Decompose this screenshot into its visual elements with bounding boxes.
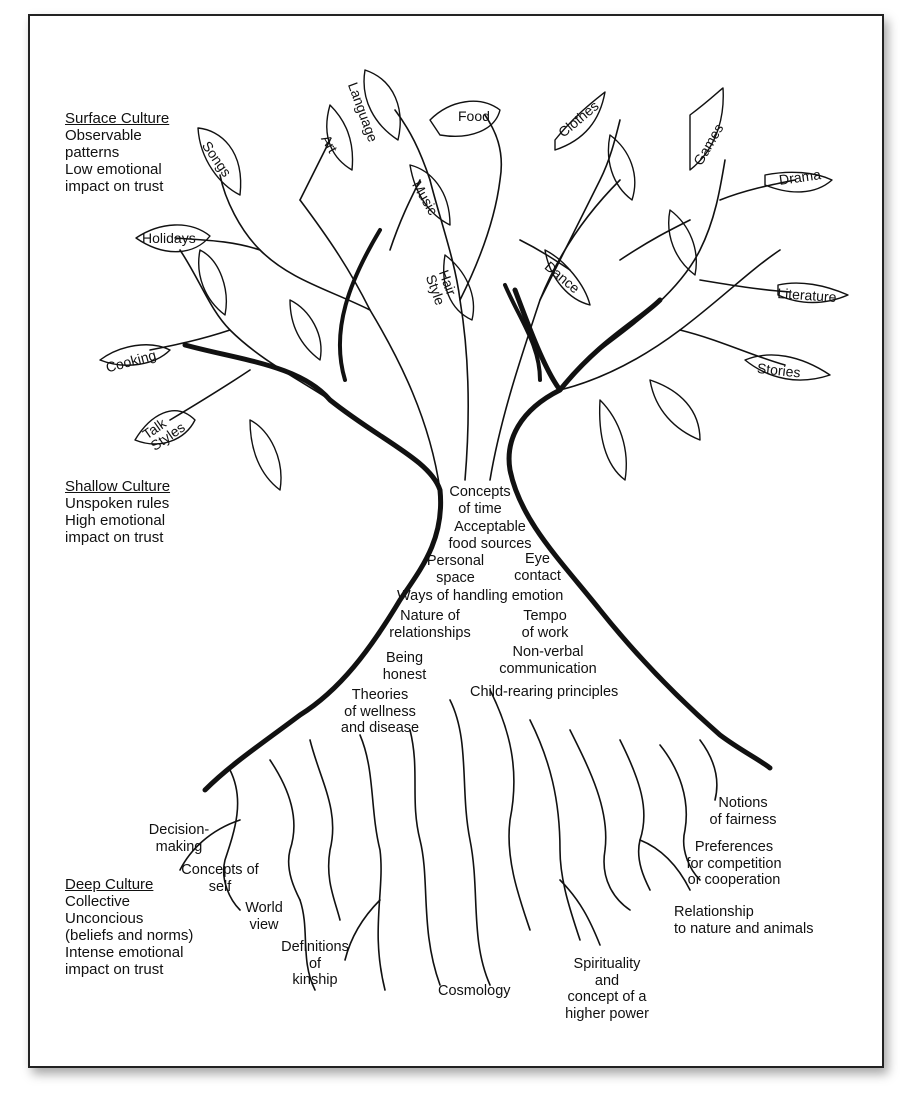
inner-branch-left bbox=[337, 228, 382, 382]
shallow-culture-block: Shallow Culture Unspoken rules High emot… bbox=[65, 478, 170, 546]
surface-culture-block: Surface Culture Observable patterns Low … bbox=[65, 110, 169, 195]
leaf-label-holidays: Holidays bbox=[142, 230, 196, 246]
deep-culture-line: Unconcious bbox=[65, 910, 144, 927]
deep-culture-line: Intense emotional bbox=[65, 944, 184, 961]
shallow-culture-line: Unspoken rules bbox=[65, 495, 170, 512]
inner-branch-right bbox=[503, 283, 542, 382]
deep-culture-line: (beliefs and norms) bbox=[65, 927, 194, 944]
shallow-culture-line: High emotional bbox=[65, 512, 166, 529]
diagram-frame bbox=[28, 14, 884, 1068]
leaf-label-food: Food bbox=[458, 108, 490, 124]
leaf-shapes bbox=[99, 69, 849, 491]
trunk-label-child-rearing-principles: Child-rearing principles bbox=[470, 684, 619, 700]
root-label-cosmology: Cosmology bbox=[438, 983, 511, 999]
surface-culture-line: Low emotional bbox=[65, 161, 162, 178]
shallow-culture-title: Shallow Culture bbox=[65, 478, 171, 495]
shallow-culture-line: impact on trust bbox=[65, 529, 164, 546]
surface-culture-line: Observable bbox=[65, 127, 142, 144]
deep-culture-line: Collective bbox=[65, 893, 131, 910]
deep-culture-title: Deep Culture bbox=[65, 876, 154, 893]
surface-culture-line: impact on trust bbox=[65, 178, 164, 195]
trunk-label-ways-of-handling-emotion: Ways of handling emotion bbox=[397, 588, 564, 604]
surface-culture-title: Surface Culture bbox=[65, 110, 170, 127]
deep-culture-block: Deep Culture Collective Unconcious (beli… bbox=[65, 876, 193, 978]
surface-culture-line: patterns bbox=[65, 144, 120, 161]
trunk-left-outline bbox=[182, 342, 444, 793]
deep-culture-line: impact on trust bbox=[65, 961, 164, 978]
root-system bbox=[179, 689, 718, 991]
root-label-decision-making: Decision-making bbox=[148, 822, 210, 855]
